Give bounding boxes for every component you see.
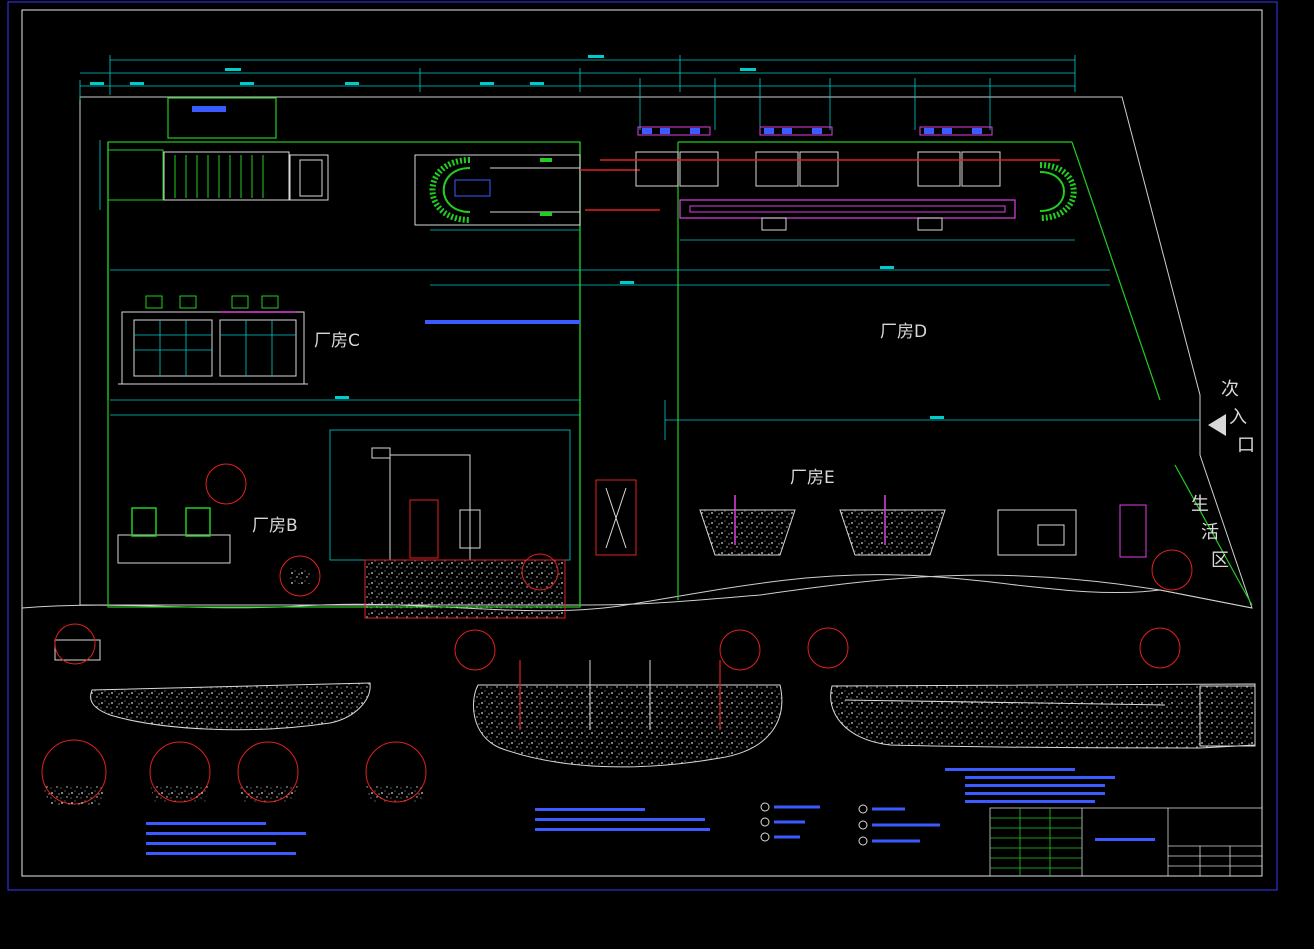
plant-c-elevation <box>118 295 308 385</box>
label-plant-c: 厂房C <box>314 331 360 351</box>
label-plant-b: 厂房B <box>252 516 298 536</box>
living-char-3: 区 <box>1211 550 1229 571</box>
outer-frame <box>7 1 1278 891</box>
entrance-char-3: 口 <box>1237 435 1255 456</box>
entrance-char-1: 次 <box>1221 379 1239 400</box>
site-boundary <box>79 96 1253 609</box>
legend <box>760 802 940 846</box>
curing-track <box>414 154 660 226</box>
production-line <box>600 126 1077 231</box>
title-block <box>989 807 1263 877</box>
bottom-sections <box>41 623 1256 805</box>
plant-b-detail <box>117 463 321 597</box>
living-char-1: 生 <box>1191 494 1209 515</box>
plant-e-foundations <box>699 495 1193 591</box>
living-char-2: 活 <box>1201 522 1219 543</box>
label-plant-e: 厂房E <box>790 468 835 488</box>
dimension-lines <box>79 55 1200 440</box>
entrance-arrow-icon <box>1208 414 1226 436</box>
note-lines <box>146 320 1115 855</box>
inner-frame <box>21 9 1263 877</box>
central-section <box>329 429 637 619</box>
entrance-char-2: 入 <box>1229 407 1247 428</box>
label-plant-d: 厂房D <box>880 322 928 342</box>
dimension-ticks <box>90 55 944 419</box>
office-block <box>107 97 329 201</box>
